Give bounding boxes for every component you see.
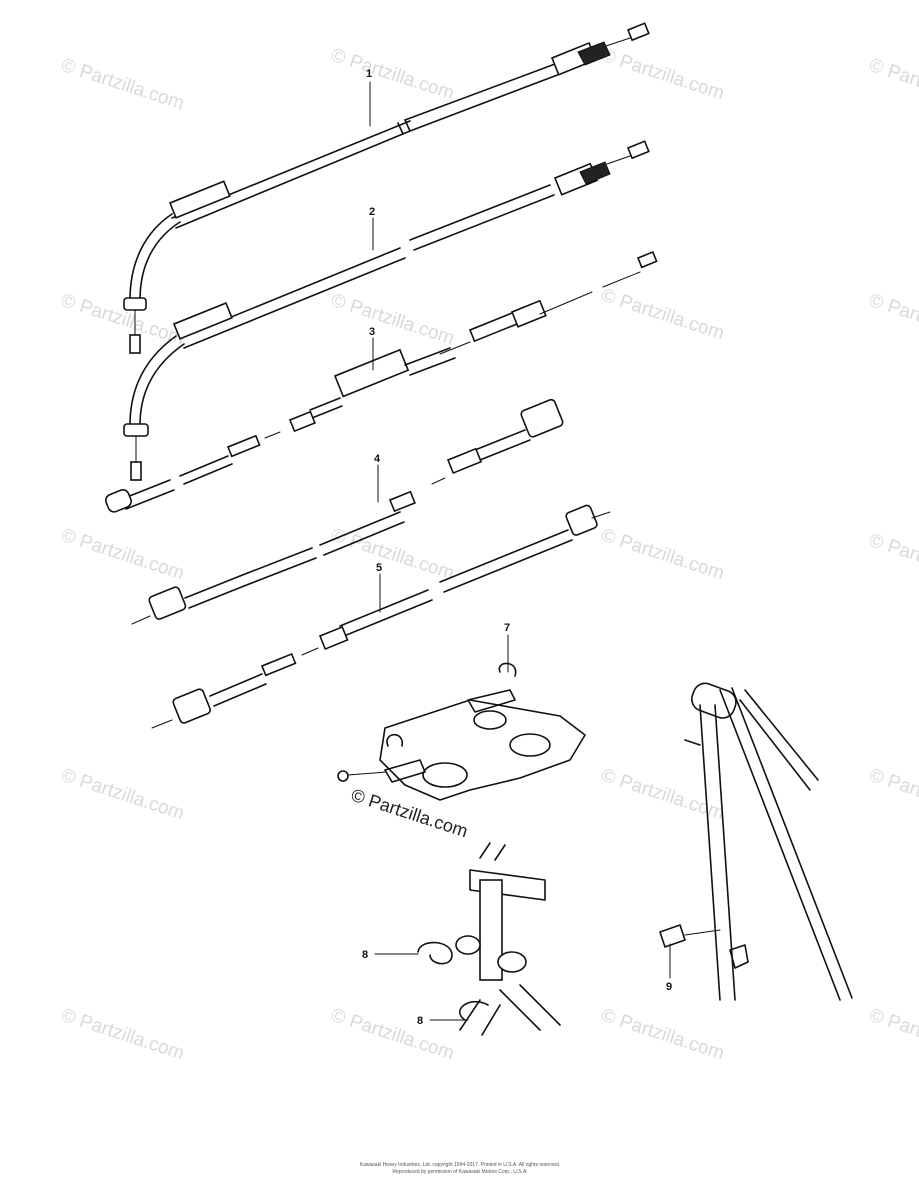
fork-stem-assembly <box>417 842 561 1036</box>
callout-7: 7 <box>504 622 510 634</box>
cable-1 <box>123 22 650 354</box>
footer-copyright: Kawasaki Heavy Industries, Ltd. copyrigh… <box>360 1162 560 1168</box>
callout-8-upper: 8 <box>362 949 368 961</box>
watermark: © Partzilla.com <box>866 290 919 350</box>
watermark: © Partzilla.com <box>598 45 726 105</box>
steering-bracket-assembly <box>337 662 586 801</box>
watermark: © Partzilla.com <box>598 1005 726 1065</box>
cable-3 <box>105 250 658 513</box>
cable-2 <box>123 140 650 481</box>
callout-8-lower: 8 <box>417 1015 423 1027</box>
cable-5 <box>151 504 611 729</box>
callout-1: 1 <box>366 68 372 80</box>
watermark: © Partzilla.com <box>328 1005 456 1065</box>
watermark: © Partzilla.com <box>866 765 919 825</box>
callout-4: 4 <box>374 453 381 465</box>
watermark: © Partzilla.com <box>598 285 726 345</box>
watermark: © Partzilla.com <box>58 1005 186 1065</box>
callout-5: 5 <box>376 562 382 574</box>
callout-3: 3 <box>369 326 375 338</box>
watermark: © Partzilla.com <box>58 525 186 585</box>
callout-2: 2 <box>369 206 375 218</box>
watermark: © Partzilla.com <box>328 45 456 105</box>
watermark: © Partzilla.com <box>328 290 456 350</box>
watermark: © Partzilla.com <box>866 1005 919 1065</box>
footer-permission: Reproduced by permission of Kawasaki Mot… <box>392 1169 527 1175</box>
brand-label: © Partzilla.com <box>349 785 471 842</box>
callout-leaders <box>369 81 671 1021</box>
watermark: © Partzilla.com <box>866 530 919 590</box>
callout-9: 9 <box>666 981 672 993</box>
frame-section <box>659 682 853 1001</box>
cable-4 <box>131 398 564 625</box>
watermark: © Partzilla.com <box>866 55 919 115</box>
watermark: © Partzilla.com <box>598 525 726 585</box>
callout-labels: 1 2 3 4 5 7 8 8 9 <box>362 68 672 1027</box>
watermark: © Partzilla.com <box>58 765 186 825</box>
watermark: © Partzilla.com <box>58 290 186 350</box>
watermark: © Partzilla.com <box>58 55 186 115</box>
